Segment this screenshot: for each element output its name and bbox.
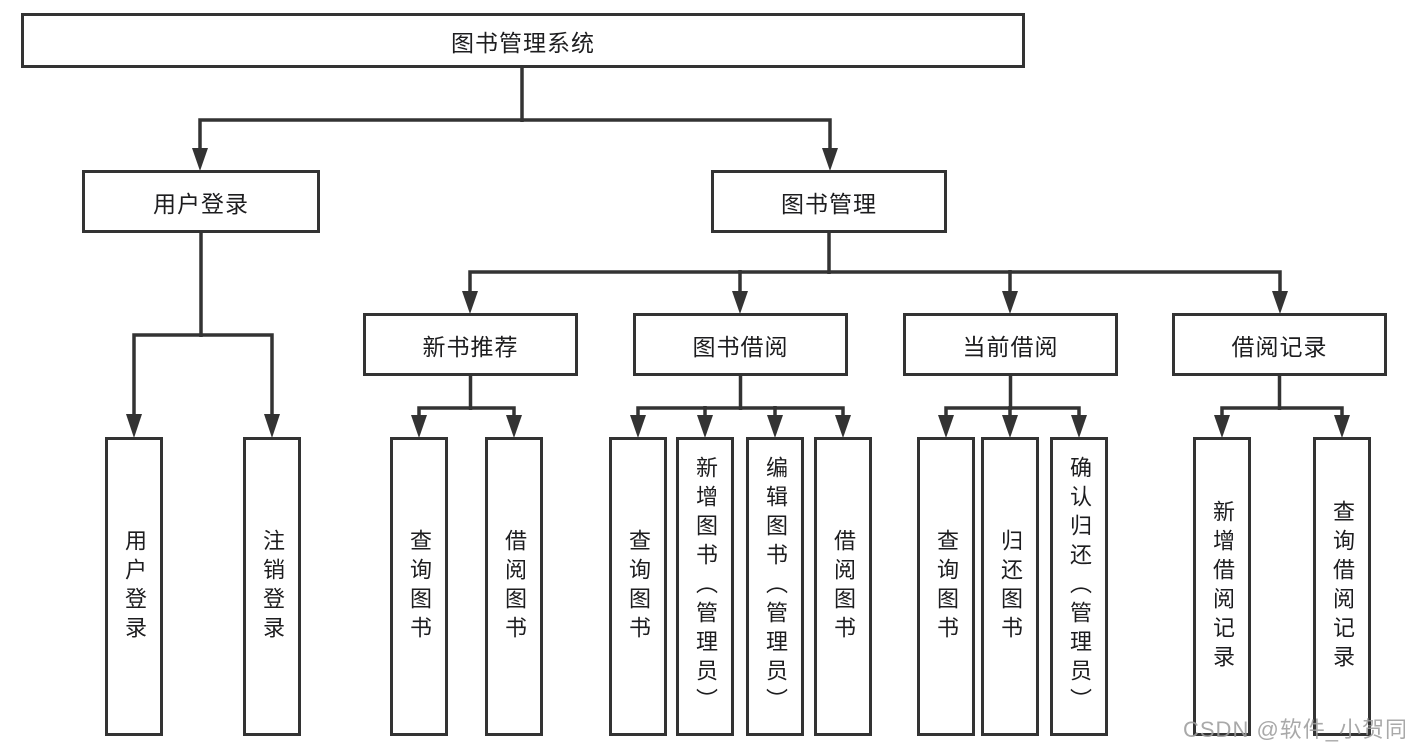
leaf-recommend-borrow-books: 借阅图书 [485, 437, 543, 736]
connector-new-book-recommend-to-leaves [411, 374, 522, 438]
leaf-confirm-return-admin-label: 确认归还（管理员） [1067, 456, 1092, 717]
leaf-add-books-admin: 新增图书（管理员） [676, 437, 734, 736]
leaf-borrow-books: 借阅图书 [814, 437, 872, 736]
node-book-mgmt: 图书管理 [711, 170, 947, 233]
connector-user-login-to-leaves [126, 231, 280, 438]
leaf-current-query-books-label: 查询图书 [934, 528, 959, 645]
leaf-add-books-admin-label: 新增图书（管理员） [693, 456, 718, 717]
node-book-borrow-label: 图书借阅 [692, 333, 789, 360]
node-borrow-records-label: 借阅记录 [1231, 333, 1328, 360]
node-new-book-recommend: 新书推荐 [363, 313, 578, 376]
node-current-borrow-label: 当前借阅 [962, 333, 1059, 360]
leaf-recommend-borrow-books-label: 借阅图书 [502, 528, 527, 645]
node-current-borrow: 当前借阅 [903, 313, 1118, 376]
csdn-watermark: CSDN @软件_小贺同学 [1183, 717, 1405, 742]
leaf-add-borrow-record: 新增借阅记录 [1193, 437, 1251, 736]
node-borrow-records: 借阅记录 [1172, 313, 1387, 376]
leaf-borrow-query-books: 查询图书 [609, 437, 667, 736]
leaf-confirm-return-admin: 确认归还（管理员） [1050, 437, 1108, 736]
connector-current-borrow-to-leaves [938, 374, 1087, 438]
node-book-borrow: 图书借阅 [633, 313, 848, 376]
leaf-logout-label: 注销登录 [260, 528, 285, 645]
node-book-mgmt-label: 图书管理 [781, 190, 877, 217]
node-root-label: 图书管理系统 [451, 29, 595, 56]
leaf-borrow-query-books-label: 查询图书 [626, 528, 651, 645]
leaf-return-books-label: 归还图书 [998, 528, 1023, 645]
leaf-add-borrow-record-label: 新增借阅记录 [1210, 499, 1235, 674]
leaf-recommend-query-books-label: 查询图书 [407, 528, 432, 645]
leaf-user-login-label: 用户登录 [122, 528, 147, 645]
node-new-book-recommend-label: 新书推荐 [422, 333, 519, 360]
connector-borrow-records-to-leaves [1214, 374, 1350, 438]
node-user-login-label: 用户登录 [153, 190, 249, 217]
leaf-edit-books-admin: 编辑图书（管理员） [746, 437, 804, 736]
connector-book-borrow-to-leaves [630, 374, 851, 438]
node-root: 图书管理系统 [21, 13, 1025, 68]
connector-book-mgmt-to-level2 [462, 231, 1288, 314]
leaf-current-query-books: 查询图书 [917, 437, 975, 736]
leaf-return-books: 归还图书 [981, 437, 1039, 736]
leaf-edit-books-admin-label: 编辑图书（管理员） [763, 456, 788, 717]
leaf-query-borrow-record-label: 查询借阅记录 [1330, 499, 1355, 674]
leaf-logout: 注销登录 [243, 437, 301, 736]
leaf-user-login: 用户登录 [105, 437, 163, 736]
node-user-login: 用户登录 [82, 170, 320, 233]
connector-root-to-level1 [192, 66, 838, 171]
leaf-query-borrow-record: 查询借阅记录 [1313, 437, 1371, 736]
leaf-recommend-query-books: 查询图书 [390, 437, 448, 736]
leaf-borrow-books-label: 借阅图书 [831, 528, 856, 645]
